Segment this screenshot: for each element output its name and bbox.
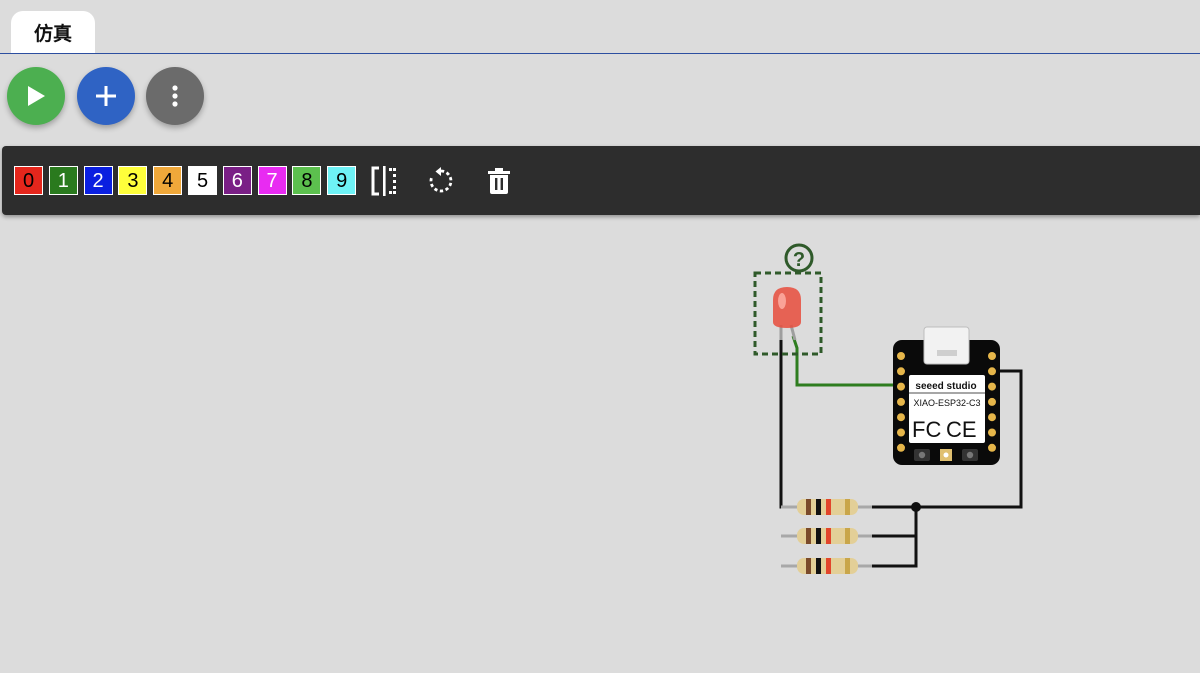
resistor-band (806, 558, 811, 574)
tab-simulation[interactable]: 仿真 (11, 11, 95, 54)
board-pin[interactable] (988, 428, 996, 437)
delete-icon (488, 168, 510, 194)
wire-color-9[interactable]: 9 (327, 166, 357, 195)
board-pin[interactable] (897, 382, 905, 391)
led-body (773, 287, 801, 328)
wire-led-cathode[interactable] (779, 335, 790, 509)
wire-color-6[interactable]: 6 (222, 166, 252, 195)
board-pin[interactable] (988, 382, 996, 391)
board-model: XIAO-ESP32-C3 (913, 398, 980, 408)
wire-color-5[interactable]: 5 (188, 166, 217, 195)
resistors (781, 499, 872, 574)
wire-color-4[interactable]: 4 (153, 166, 183, 195)
selection-box (753, 271, 823, 356)
add-component-button[interactable] (77, 67, 135, 125)
resistor-band (845, 558, 850, 574)
wire-resistor-3[interactable] (872, 536, 918, 568)
board-cert-fc: FC (912, 417, 941, 442)
wire-color-3[interactable]: 3 (118, 166, 148, 195)
board-pin[interactable] (897, 367, 905, 376)
resistor-band (845, 499, 850, 515)
board-pin[interactable] (897, 428, 905, 437)
board-pin[interactable] (988, 367, 996, 376)
resistor-band (806, 528, 811, 544)
led-highlight (778, 293, 786, 309)
rotate-button[interactable] (423, 163, 459, 199)
wire-color-7[interactable]: 7 (257, 166, 287, 195)
led-component[interactable]: ? (753, 243, 823, 356)
wire-board-to-resistors[interactable] (872, 369, 1023, 509)
help-icon[interactable] (784, 243, 814, 273)
xiao-board[interactable]: seeed studio XIAO-ESP32-C3 FC CE (893, 326, 1000, 465)
resistor-band (816, 558, 821, 574)
board-pin[interactable] (988, 443, 996, 452)
more-options-button[interactable] (146, 67, 204, 125)
board-button-right-cap (966, 451, 974, 459)
wire-color-1[interactable]: 1 (48, 166, 78, 195)
wire-color-8[interactable]: 8 (292, 166, 322, 195)
resistor-band (826, 558, 831, 574)
rotate-icon (429, 167, 453, 193)
wire-color-2[interactable]: 2 (83, 166, 113, 195)
board-pin[interactable] (988, 397, 996, 406)
wire-junction (911, 502, 921, 512)
wire-resistor-2[interactable] (872, 507, 918, 538)
board-pin[interactable] (897, 443, 905, 452)
board-pin[interactable] (988, 352, 996, 360)
board-brand: seeed studio (915, 381, 976, 392)
tab-bar: 仿真 (0, 0, 1200, 55)
board-pin[interactable] (897, 413, 905, 422)
flip-icon (371, 166, 396, 196)
tab-label: 仿真 (33, 23, 72, 45)
wire-led-anode[interactable] (791, 335, 904, 387)
board-pins (897, 352, 996, 452)
plus-icon (96, 86, 116, 106)
delete-button[interactable] (481, 163, 517, 199)
resistor-1[interactable] (781, 499, 872, 515)
resistor-3[interactable] (781, 558, 872, 574)
run-button[interactable] (7, 67, 65, 125)
resistor-band (845, 528, 850, 544)
more-vert-icon (172, 85, 178, 107)
usb-c-port (923, 326, 970, 365)
board-cert-ce: CE (946, 417, 977, 442)
board-pin[interactable] (897, 352, 905, 360)
wire-color-0[interactable]: 0 (14, 166, 43, 195)
resistor-2[interactable] (781, 528, 872, 544)
board-pin[interactable] (897, 397, 905, 406)
play-icon (28, 86, 45, 106)
resistor-band (806, 499, 811, 515)
tab-divider (0, 53, 1200, 54)
resistor-band (816, 528, 821, 544)
resistor-band (826, 528, 831, 544)
resistor-band (816, 499, 821, 515)
board-pin[interactable] (988, 413, 996, 422)
flip-button[interactable] (366, 163, 402, 199)
resistor-band (826, 499, 831, 515)
board-button-left-cap (918, 451, 926, 459)
board-led-dot (943, 452, 949, 458)
board-shield (909, 375, 985, 443)
circuit-canvas[interactable]: ? seeed studio XIAO-ESP32-C3 FC CE (0, 216, 1200, 673)
usb-c-slot (937, 350, 957, 356)
help-marker: ? (793, 249, 805, 271)
